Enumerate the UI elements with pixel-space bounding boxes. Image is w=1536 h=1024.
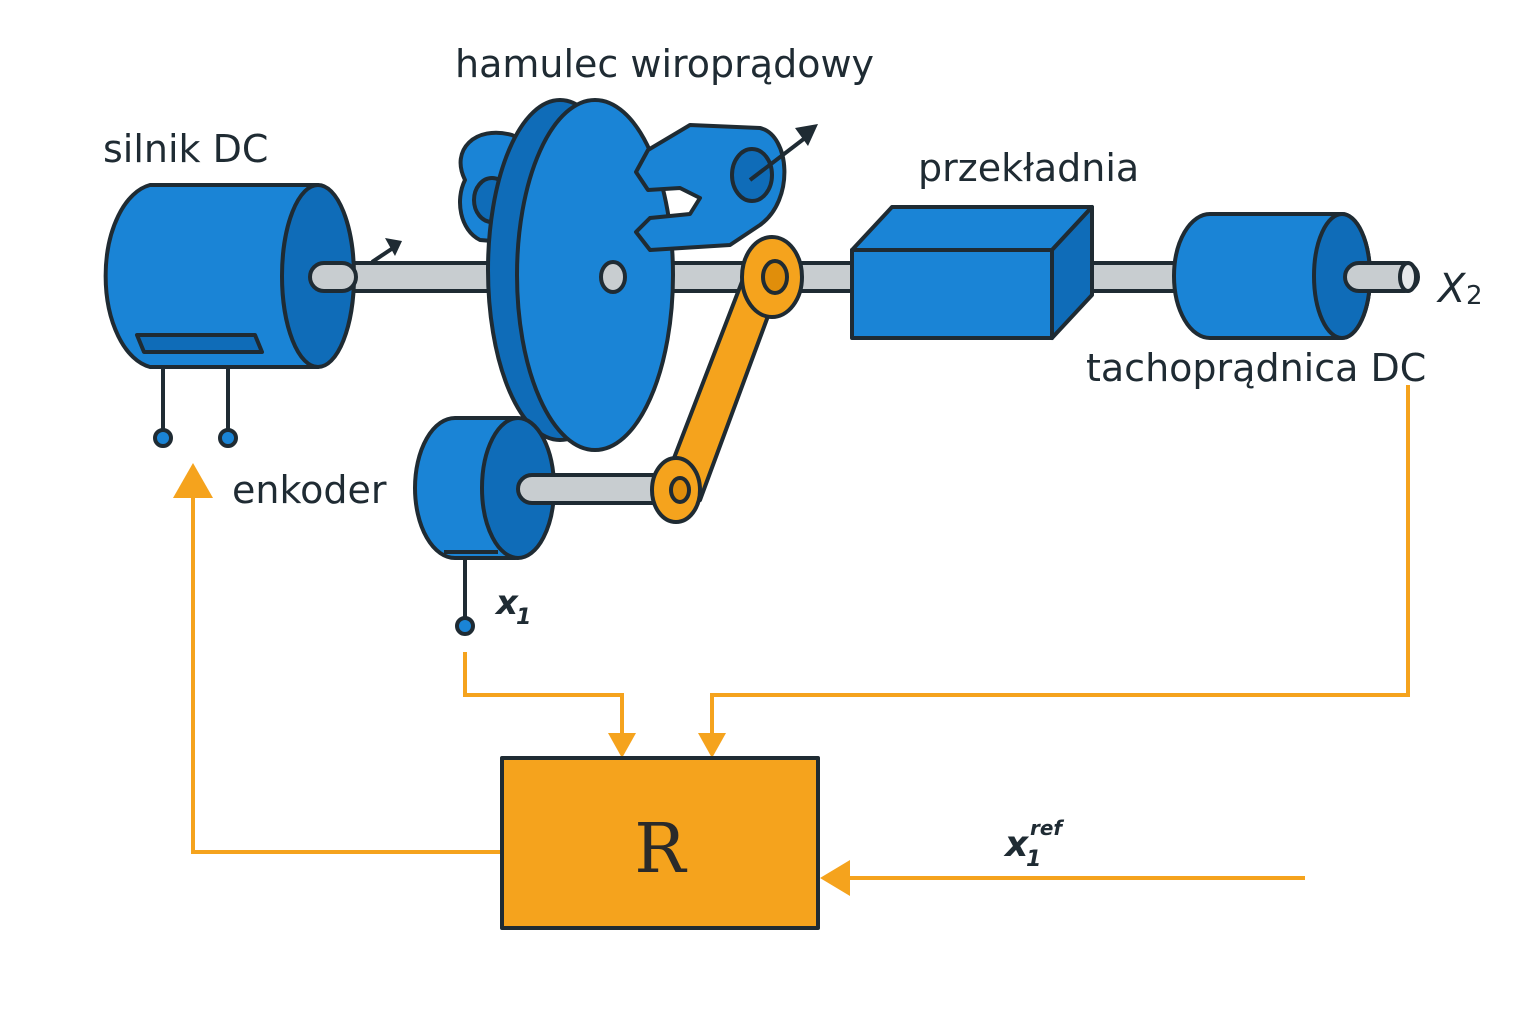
reference-label: x 1 ref (1003, 816, 1064, 872)
brake-label: hamulec wiroprądowy (455, 42, 874, 86)
signal-controller-to-motor (173, 463, 502, 854)
x1-label: x 1 (494, 583, 531, 630)
signal-reference-input (820, 860, 1305, 896)
tacho-label: tachoprądnica DC (1086, 346, 1426, 390)
motor-terminal-left (153, 367, 173, 448)
dc-tachogenerator (1172, 212, 1419, 340)
x2-subscript: 2 (1466, 281, 1483, 311)
gearbox (850, 205, 1094, 340)
dc-motor (103, 183, 358, 369)
brake-magnet-yoke (634, 123, 787, 252)
brake-disc (486, 98, 675, 452)
motor-label: silnik DC (103, 127, 268, 171)
x1-terminal (455, 560, 475, 636)
encoder-label: enkoder (232, 468, 387, 512)
ref-superscript: ref (1030, 816, 1064, 840)
rotation-arrow-icon (370, 238, 402, 264)
signal-x1-to-controller (463, 652, 636, 758)
controller-block: R (500, 756, 820, 930)
upper-pulley (740, 235, 804, 319)
ref-subscript: 1 (1026, 847, 1041, 872)
lower-pulley (650, 456, 702, 524)
x1-subscript: 1 (516, 605, 531, 630)
gearbox-label: przekładnia (918, 146, 1139, 190)
signal-tacho-to-controller (698, 385, 1410, 758)
motor-terminal-right (218, 367, 238, 448)
controller-label: R (634, 810, 687, 889)
brake-adjust-arrow-icon (748, 124, 818, 182)
x2-symbol: X (1436, 266, 1467, 312)
x1-symbol: x (494, 583, 519, 623)
ref-symbol: x (1003, 824, 1030, 865)
x2-label: X 2 (1436, 266, 1483, 312)
